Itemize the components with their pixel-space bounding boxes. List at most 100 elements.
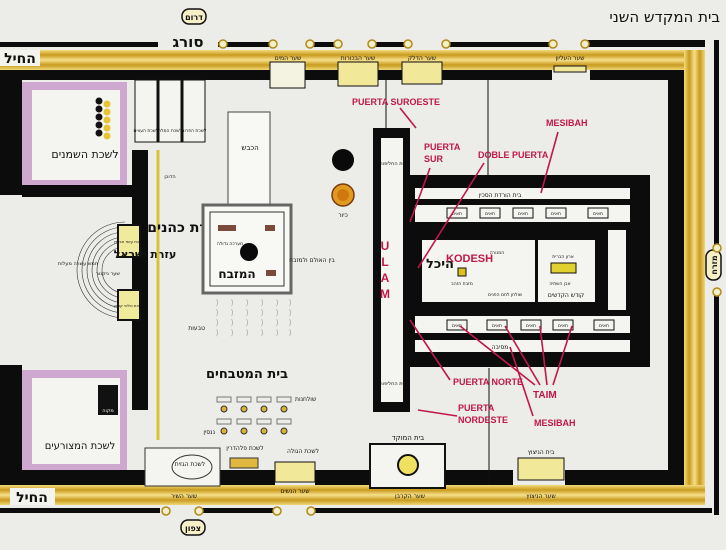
gate-spark[interactable]: שער הניצוץ — [517, 457, 565, 500]
soreg-label: סורג — [172, 33, 203, 51]
svg-text:כיור: כיור — [338, 212, 348, 219]
label-puerta-nordeste-2: NORDESTE — [458, 415, 508, 425]
ulam-porch: בית החליפות בית החליפות — [373, 128, 410, 412]
svg-text:שער ניקנור: שער ניקנור — [96, 271, 120, 277]
gate-offering[interactable]: שער הקרבן — [395, 493, 425, 500]
svg-text:שולחן לחם הפנים: שולחן לחם הפנים — [488, 293, 522, 298]
mikve — [98, 385, 118, 415]
svg-text:לשכת השמנים: לשכת השמנים — [51, 148, 118, 161]
between-label: בין האולם ולמזבח — [289, 257, 335, 264]
label-puerta-sur-1: PUERTA — [424, 142, 461, 152]
chamber-gola: לשכת הגולה — [287, 448, 319, 455]
gate-upper[interactable]: שער העליון — [553, 55, 587, 73]
svg-text:): ) — [230, 318, 233, 327]
gate-kindling[interactable]: שער הדלק — [401, 55, 443, 85]
svg-text:לשכת העצים: לשכת העצים — [134, 129, 159, 134]
svg-text:): ) — [245, 308, 248, 317]
svg-text:): ) — [245, 318, 248, 327]
svg-text:): ) — [275, 308, 278, 317]
duchan-label: הדוכן — [164, 174, 175, 180]
svg-text:לשכת עושי חביתין: לשכת עושי חביתין — [114, 239, 144, 244]
svg-text:היכל: היכל — [426, 257, 454, 272]
svg-text:לשכת הגזית: לשכת הגזית — [175, 461, 205, 468]
svg-text:קודש הקדשים: קודש הקדשים — [548, 292, 584, 299]
svg-text:): ) — [215, 308, 218, 317]
svg-text:): ) — [245, 328, 248, 337]
cheil-label-bottom: החיל — [10, 488, 55, 506]
cheil-label-top: החיל — [0, 50, 40, 67]
svg-text:שער השיר: שער השיר — [171, 493, 197, 500]
svg-text:בית החליפות: בית החליפות — [379, 161, 406, 167]
svg-text:שער המים: שער המים — [275, 55, 302, 62]
svg-text:): ) — [230, 328, 233, 337]
label-puerta-sur-2: SUR — [424, 154, 444, 164]
label-puerta-norte: PUERTA NORTE — [453, 377, 523, 387]
svg-text:): ) — [230, 298, 233, 307]
laver: כיור — [331, 183, 355, 219]
label-taim: TAIM — [533, 390, 557, 401]
label-mesibah-top: MESIBAH — [546, 118, 588, 128]
svg-text:שער העליון: שער העליון — [556, 55, 585, 62]
hearth-house: בית המוקד — [369, 434, 446, 489]
svg-text:לשכת הפרוה: לשכת הפרוה — [182, 129, 207, 134]
svg-text:תאים: תאים — [492, 324, 502, 329]
svg-text:מקוה: מקוה — [102, 408, 114, 414]
svg-text:ננסין: ננסין — [203, 429, 215, 436]
svg-text:החיל: החיל — [4, 51, 36, 67]
ezrat-israel-label: עזרת ישראל — [114, 248, 177, 261]
ramp: הכבש — [227, 111, 271, 207]
svg-text:שער הבכורות: שער הבכורות — [341, 55, 375, 62]
svg-text:תאים: תאים — [551, 212, 561, 217]
svg-text:): ) — [275, 328, 278, 337]
svg-text:L: L — [381, 255, 388, 269]
svg-text:לשכת המצורעים: לשכת המצורעים — [45, 441, 116, 452]
label-ulam: U L A M — [380, 239, 390, 301]
measurement-arrows — [385, 80, 490, 485]
label-kodesh: KODESH — [446, 253, 493, 265]
svg-text:שער הקרבן: שער הקרבן — [395, 493, 425, 500]
svg-text:שער הדלק: שער הדלק — [408, 55, 436, 62]
svg-text:החיל: החיל — [16, 490, 48, 506]
annotation-lines — [399, 107, 573, 417]
svg-text:המזבח: המזבח — [218, 267, 255, 281]
south-badge: דרום — [181, 8, 207, 25]
svg-text:לשכת טלאי קרבן: לשכת טלאי קרבן — [114, 303, 143, 308]
svg-text:חמש עשרה מעלות: חמש עשרה מעלות — [58, 261, 98, 267]
nikanor-gate[interactable]: לשכת עושי חביתין לשכת טלאי קרבן שער ניקנ… — [96, 224, 144, 321]
svg-text:): ) — [260, 298, 263, 307]
svg-text:תאים: תאים — [452, 212, 462, 217]
svg-text:): ) — [215, 318, 218, 327]
svg-text:תאים: תאים — [485, 212, 495, 217]
svg-text:): ) — [288, 328, 291, 337]
svg-text:צפון: צפון — [185, 524, 201, 533]
svg-text:): ) — [260, 318, 263, 327]
map-title: בית המקדש השני — [609, 8, 720, 26]
chamber-parhedrin: לשכת פלהדרין — [226, 445, 264, 469]
svg-text:): ) — [275, 318, 278, 327]
svg-text:שער הניצוץ: שער הניצוץ — [526, 493, 555, 500]
svg-text:ארון הברית: ארון הברית — [552, 255, 573, 260]
svg-text:תאים: תאים — [558, 324, 568, 329]
svg-text:תאים: תאים — [593, 212, 603, 217]
svg-text:M: M — [380, 287, 390, 301]
gate-firstborn[interactable]: שער הבכורות — [337, 55, 379, 87]
svg-text:): ) — [288, 318, 291, 327]
soreg-fence: סורג — [0, 33, 722, 516]
svg-text:מזרח: מזרח — [710, 255, 719, 275]
svg-text:): ) — [215, 328, 218, 337]
svg-text:): ) — [245, 298, 248, 307]
gate-women[interactable]: שער הנשים — [274, 461, 316, 495]
svg-text:תאים: תאים — [599, 324, 609, 329]
svg-text:בית הורדת הסכין: בית הורדת הסכין — [479, 192, 522, 199]
gate-water[interactable]: שער המים — [269, 55, 306, 89]
svg-text:בית המוקד: בית המוקד — [392, 434, 424, 442]
rings-label: טבעות — [188, 325, 205, 332]
svg-text:לשכת פלהדרין: לשכת פלהדרין — [226, 445, 263, 452]
chamber-oils: לשכת השמנים — [0, 80, 132, 197]
svg-text:המנורה: המנורה — [490, 251, 505, 256]
svg-text:): ) — [275, 298, 278, 307]
azara-walls — [0, 70, 684, 485]
svg-text:U: U — [381, 239, 390, 253]
svg-text:דרום: דרום — [185, 13, 203, 22]
